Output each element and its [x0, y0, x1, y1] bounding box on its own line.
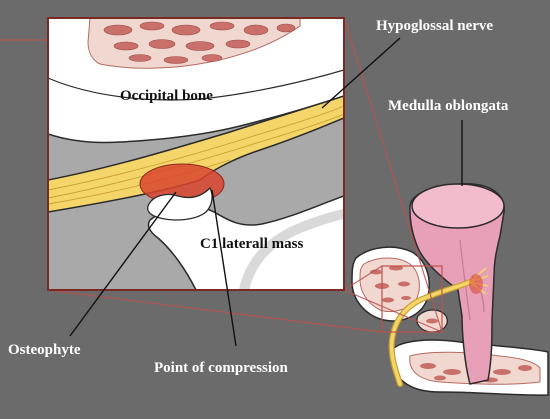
zoom-projection-lines — [0, 17, 443, 333]
c1-lateral-mass-shape — [147, 195, 344, 290]
label-point-of-compression: Point of compression — [154, 360, 289, 376]
label-c1-lateral-mass: C1 laterall mass — [200, 236, 303, 252]
label-hypoglossal-nerve: Hypoglossal nerve — [376, 18, 493, 34]
label-occipital-bone: Occipital bone — [120, 88, 213, 104]
label-osteophyte: Osteophyte — [8, 342, 81, 358]
overview-hypoglossal-nerve — [388, 267, 489, 387]
magnified-panel — [47, 17, 345, 291]
overview-anatomy — [351, 183, 549, 396]
overview-left-bone-texture — [370, 265, 411, 303]
leader-lines — [69, 37, 463, 347]
overview-zoom-box — [381, 265, 443, 333]
magnified-panel-border — [47, 17, 345, 291]
labels: Hypoglossal nerve Medulla oblongata Occi… — [8, 18, 509, 376]
label-medulla-oblongata: Medulla oblongata — [388, 98, 509, 114]
occipital-bone-texture — [103, 21, 296, 64]
